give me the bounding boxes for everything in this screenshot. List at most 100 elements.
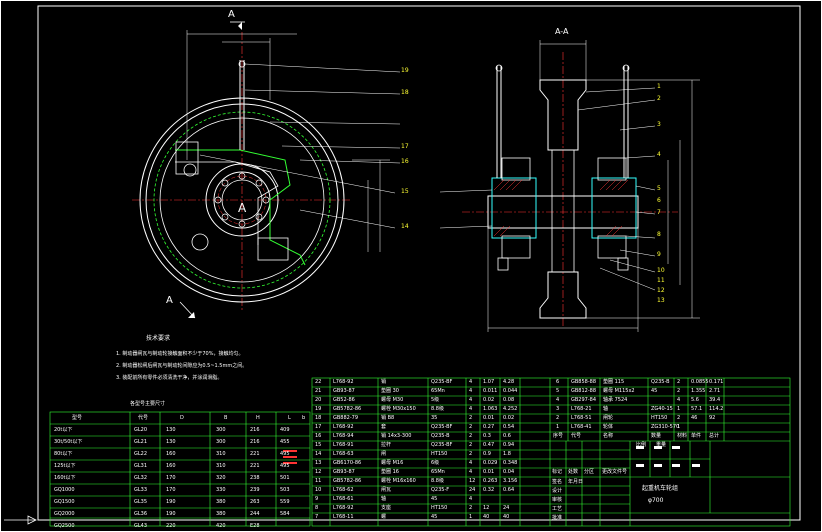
bom-right-cell: 3 [556,406,560,412]
title-block-label: 标记 [552,469,563,475]
bom-left-cell: 4 [469,379,473,385]
spec-header-4: H [256,415,260,421]
balloon-12: 12 [657,287,665,294]
bom-right-cell: 1.355 [691,388,706,394]
bom-left-cell: 0.02 [503,415,515,421]
spec-cell: 495 [280,451,290,457]
bom-left-cell: 垫圈 16 [381,469,399,475]
bom-left-cell: 0.01 [483,415,495,421]
bom-left-cell: 21 [315,388,322,394]
pointer-arrow-icon [4,515,37,525]
spec-cell: E28 [250,523,260,529]
spec-cell: 455 [280,439,290,445]
spec-cell: GL20 [134,427,148,433]
spec-cell: 300 [216,427,226,433]
bom-left-cell: 0.263 [483,478,498,484]
bom-header-1: 代号 [571,433,582,439]
bom-left-cell: 2 [469,424,473,430]
note-line-2: 2. 制动器松闸后闸瓦与制动轮间隙应为0.5~1.5mm之间。 [116,363,248,369]
front-view [132,21,401,319]
spec-cell: 160t以下 [54,475,76,481]
spec-cell: GL31 [134,463,148,469]
section-mark-top: A [228,9,235,20]
bom-left-cell: 销 B8 [381,415,395,421]
spec-cell: 216 [250,439,260,445]
balloon-8: 8 [657,231,661,238]
bom-left-cell: 2 [469,415,473,421]
title-block-label: 工艺 [552,506,563,512]
spec-cell: 238 [250,475,260,481]
bom-left-cell: 4.28 [503,379,515,385]
bom-left-cell: 螺 [381,514,387,520]
spec-header-5: L [288,415,291,421]
bom-right-cell: 5.6 [691,397,699,403]
scale-label: 比例 [636,442,647,448]
spec-cell: 239 [250,487,260,493]
title-block-label: 审核 [552,497,563,503]
bom-left-cell: 销 [381,379,387,385]
bom-left-cell: L768-91 [333,442,354,448]
bom-left-cell: L768-92 [333,379,354,385]
bom-left-cell: 40 [483,514,490,520]
bom-left-cell: 螺栓 M30x150 [381,406,416,412]
bom-right-cell: 0.171 [709,379,724,385]
bom-left-cell: 4 [469,460,473,466]
bom-left-cell: GB93-87 [333,388,355,394]
bom-left-cell: 18 [315,415,322,421]
bom-left-cell: 1 [469,514,473,520]
bom-left-cell: HT150 [431,451,448,457]
bom-header-2: 名称 [603,433,614,439]
spec-cell: GL36 [134,511,148,517]
bom-left-cell: 0.044 [503,388,518,394]
bom-right-cell: GB297-84 [571,397,597,403]
bom-left-cell: 垫圈 30 [381,388,399,394]
bom-left-cell: 1.8 [503,451,511,457]
title-marks [636,446,700,467]
bom-right-cell: 4 [677,397,681,403]
spec-header-3: B [224,415,228,421]
bom-left-cell: 1.07 [483,379,495,385]
bom-left-cell: GB882-79 [333,415,359,421]
bom-left-cell: 0.94 [503,442,515,448]
weight-label: 重量 [656,442,667,448]
bom-left-cell: 13 [315,460,322,466]
bom-left-cell: 支座 [381,505,392,511]
bom-left-cell: Q235-F [431,487,450,493]
balloon-17: 17 [401,143,409,150]
spec-cell: 310 [216,451,226,457]
spec-cell: 30t/50t以下 [54,439,83,445]
balloon-1: 1 [657,83,661,90]
spec-cell: 244 [250,511,260,517]
spec-cell: 130 [166,427,176,433]
bom-right-cell: 46 [691,415,698,421]
bom-left-cell: HT150 [431,505,448,511]
bom-left-cell: Q235-BF [431,379,453,385]
spec-cell: 380 [216,511,226,517]
bom-left-cell: L768-62 [333,487,354,493]
bom-header-3: 数量 [651,433,662,439]
bom-left-cell: 2 [469,505,473,511]
spec-cell: 300 [216,439,226,445]
bom-header-5: 单件 [691,433,702,439]
section-view-title: A-A [555,27,569,36]
section-view [439,40,700,332]
section-mark-bottom: A [166,295,173,306]
spec-cell: 190 [166,511,176,517]
spec-cell: 220 [166,523,176,529]
bom-right-cell: 1 [677,424,681,430]
title-block-label: 年月日 [568,479,584,485]
drawing-code: φ700 [648,497,664,504]
bom-left-cell: 0.348 [503,460,518,466]
bom-left-cell: 10 [315,487,322,493]
bom-left-cell: 0.32 [483,487,495,493]
spec-cell: GQ1500 [54,499,75,505]
drawing-title: 起重机车轮组 [642,485,679,492]
balloon-2: 2 [657,95,661,102]
bom-left-cell: 40 [503,514,510,520]
spec-cell: 125t以下 [54,463,76,469]
bom-left-cell: 2 [469,451,473,457]
bom-left-cell: 闸瓦 [381,487,392,493]
balloon-11: 11 [657,277,665,284]
bom-left-cell: 12 [315,469,322,475]
spec-cell: 420 [216,523,226,529]
